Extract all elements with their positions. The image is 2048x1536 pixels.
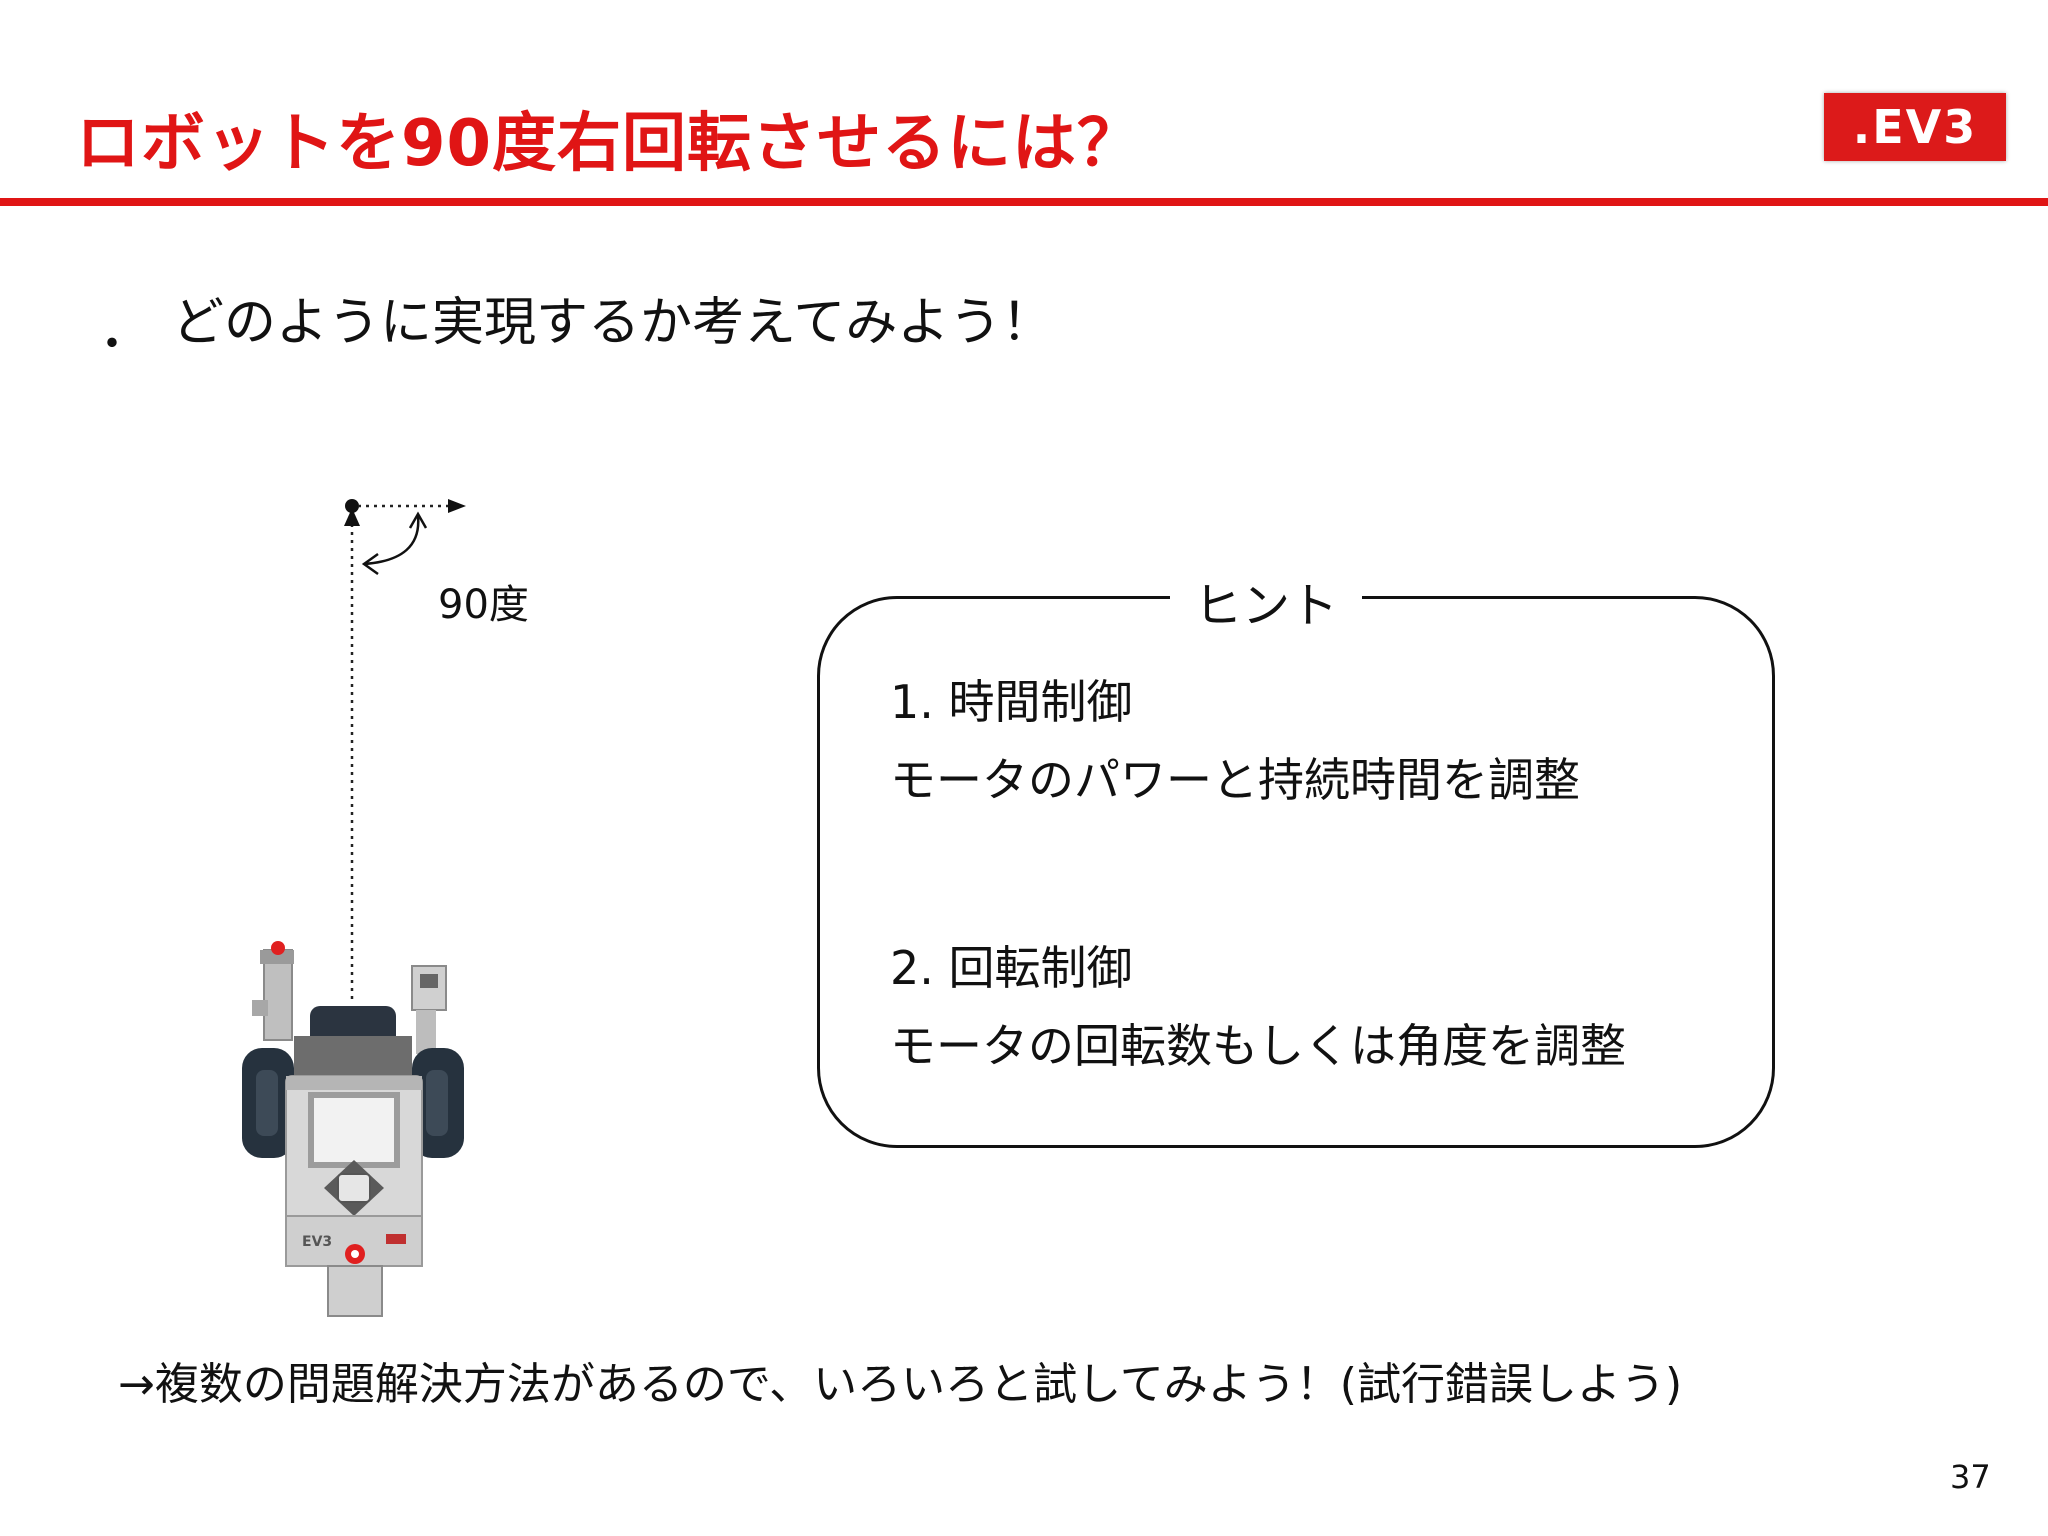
ev3-robot: EV3 — [242, 941, 464, 1317]
up-arrowhead — [344, 508, 360, 526]
footer-note: →複数の問題解決方法があるので、いろいろと試してみよう！(試行錯誤しよう) — [118, 1359, 1683, 1410]
rotation-arc-head-bottom — [361, 552, 379, 576]
hint-item2-heading: 2. 回転制御 — [890, 941, 1133, 995]
bullet-text: どのように実現するか考えてみよう！ — [172, 293, 1054, 353]
page-number: 37 — [1950, 1458, 1991, 1496]
hint-item2-text: モータの回転数もしくは角度を調整 — [890, 1019, 1626, 1073]
bullet-marker: ・ — [90, 319, 134, 370]
right-arrowhead — [448, 499, 466, 513]
hint-item1-heading: 1. 時間制御 — [890, 675, 1133, 729]
rotation-arc-head-top — [408, 511, 428, 529]
rotation-diagram: EV3 — [242, 499, 466, 1317]
hint-item1-text: モータのパワーと持続時間を調整 — [890, 753, 1580, 807]
red-sensor-light — [271, 941, 285, 955]
slide-title: ロボットを90度右回転させるには？ — [76, 107, 1143, 181]
title-underline — [0, 198, 2048, 206]
pivot-dot — [345, 499, 359, 513]
hint-title: ヒント — [1170, 566, 1363, 636]
robot-brand-label: EV3 — [302, 1234, 332, 1250]
angle-label: 90度 — [438, 582, 529, 628]
rotation-arc — [363, 515, 420, 566]
ev3-logo: .EV3 — [1824, 93, 2006, 161]
rear-sensor — [327, 1265, 383, 1317]
